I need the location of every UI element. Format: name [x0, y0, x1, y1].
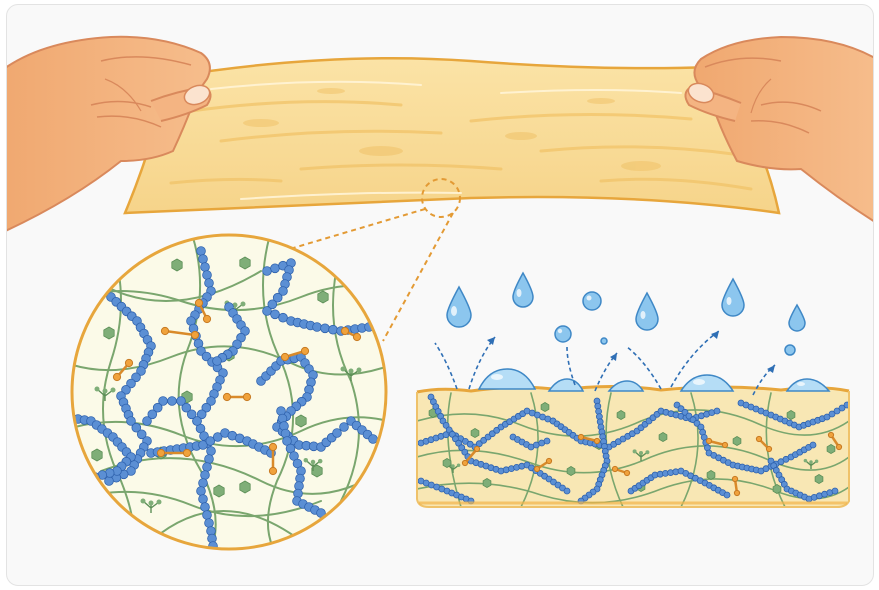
figure-card — [6, 4, 874, 586]
hexagon-molecule-icon — [773, 485, 781, 494]
hexagon-molecule-icon — [617, 411, 625, 420]
hexagon-molecule-icon — [172, 259, 182, 271]
hexagon-molecule-icon — [240, 481, 250, 493]
hexagon-molecule-icon — [787, 411, 795, 420]
hexagon-molecule-icon — [733, 437, 741, 446]
hexagon-molecule-icon — [471, 429, 479, 438]
hexagon-molecule-icon — [296, 415, 306, 427]
hexagon-molecule-icon — [318, 291, 328, 303]
film-cross-section — [417, 273, 850, 507]
hexagon-molecule-icon — [815, 475, 823, 484]
droplet-icon — [722, 279, 744, 316]
droplet-icon — [789, 305, 805, 331]
hydrogel-illustration — [6, 4, 874, 586]
hexagon-molecule-icon — [567, 467, 575, 476]
hexagon-molecule-icon — [707, 471, 715, 480]
droplet-icon — [636, 293, 658, 330]
hexagon-molecule-icon — [541, 403, 549, 412]
magnified-network — [61, 231, 401, 565]
hexagon-molecule-icon — [92, 449, 102, 461]
water-droplets — [447, 273, 805, 355]
hexagon-molecule-icon — [214, 485, 224, 497]
droplet-icon — [513, 273, 533, 307]
droplet-icon — [447, 287, 471, 327]
hexagon-molecule-icon — [827, 445, 835, 454]
film-sheet — [125, 58, 779, 213]
hexagon-molecule-icon — [483, 479, 491, 488]
hexagon-molecule-icon — [240, 257, 250, 269]
stretched-film — [125, 58, 779, 213]
hexagon-molecule-icon — [659, 433, 667, 442]
hexagon-molecule-icon — [104, 327, 114, 339]
arrow-heads — [487, 331, 775, 373]
